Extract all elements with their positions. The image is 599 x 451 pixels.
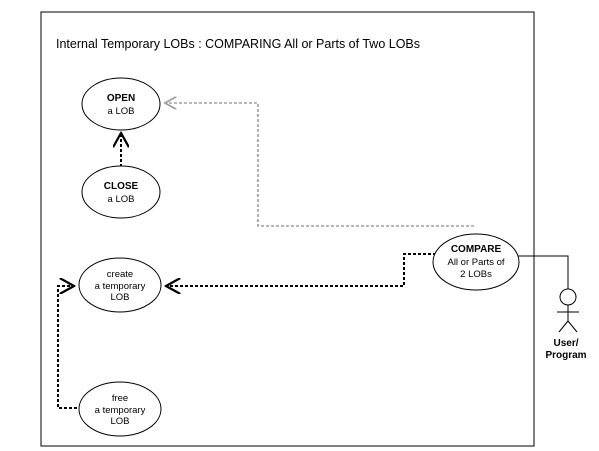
usecase-close: CLOSE a LOB [81,165,161,219]
usecase-open: OPEN a LOB [81,77,161,131]
usecase-create-line2: a temporary [95,281,146,292]
usecase-open-title: OPEN [107,93,135,104]
usecase-free-line2: a temporary [95,405,146,416]
usecase-compare-title: COMPARE [451,244,502,255]
usecase-compare: COMPARE All or Parts of 2 LOBs [432,233,520,291]
usecase-free-line3: LOB [110,416,129,427]
usecase-close-title: CLOSE [104,181,139,192]
connector-free-create [57,286,82,409]
usecase-compare-line2: All or Parts of [447,257,504,268]
diagram-frame [40,11,535,447]
actor-user-program: User/ Program [545,288,587,361]
actor-association-line [518,255,569,289]
usecase-free-line1: free [112,393,128,404]
usecase-compare-line3: 2 LOBs [460,269,492,280]
diagram-title: Internal Temporary LOBs : COMPARING All … [56,37,420,51]
usecase-open-subtitle: a LOB [108,106,135,117]
actor-label-line1: User/ [553,338,578,349]
connector-compare-open [165,103,474,227]
actor-label-line2: Program [545,350,586,361]
usecase-create: create a temporary LOB [78,257,162,313]
usecase-create-line3: LOB [110,292,129,303]
usecase-create-line1: create [107,269,133,280]
usecase-free: free a temporary LOB [78,381,162,437]
usecase-close-subtitle: a LOB [108,194,135,205]
actor-head-icon [559,288,577,306]
connector-compare-create [166,253,436,286]
